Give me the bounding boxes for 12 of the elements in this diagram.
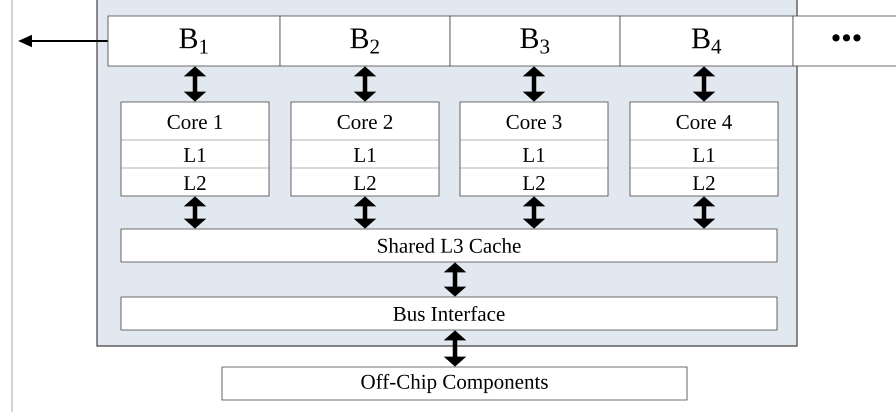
register-cell: B$_{3}$ — [450, 16, 620, 66]
register-cell: B$_{2}$ — [280, 16, 450, 66]
register-cell: B$_{4}$ — [620, 16, 794, 66]
component-box: Off-Chip Components — [222, 366, 688, 400]
component-box: Bus Interface — [120, 296, 778, 330]
core-box: Core 2 L1 L2 — [290, 102, 440, 196]
register-cell: ••• — [792, 16, 896, 66]
core-box: Core 1 L1 L2 — [120, 102, 270, 196]
core-box: Core 3 L1 L2 — [460, 102, 608, 196]
register-cell: B$_{1}$ — [108, 16, 280, 66]
core-box: Core 4 L1 L2 — [630, 102, 778, 196]
component-box: Shared L3 Cache — [120, 228, 778, 262]
